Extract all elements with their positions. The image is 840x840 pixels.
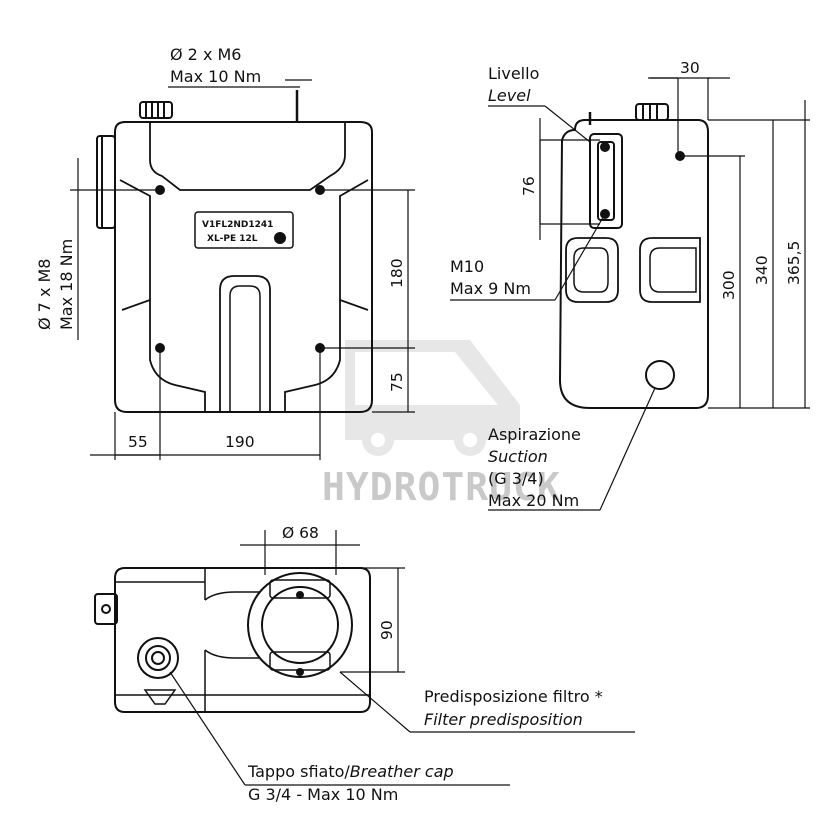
dim-front-55: 55 (128, 433, 148, 451)
dim-side-300: 300 (720, 270, 738, 300)
dim-front-180: 180 (388, 258, 406, 288)
breather-label-it-part: Tappo sfiato/ (247, 762, 350, 781)
dim-side-365: 365,5 (785, 241, 803, 285)
filter-label-it: Predisposizione filtro * (424, 687, 603, 706)
top-view (94, 567, 371, 713)
suction-label-it: Aspirazione (488, 425, 581, 444)
filter-label-en: Filter predisposition (424, 710, 583, 729)
side-view (558, 103, 709, 409)
dim-side-340: 340 (753, 255, 771, 285)
dim-top-68: Ø 68 (282, 524, 319, 542)
side-dimensions (450, 77, 810, 511)
bolts-torque: Max 18 Nm (57, 239, 76, 330)
breather-label-it: Tappo sfiato/Breather cap (247, 762, 454, 781)
dim-front-75: 75 (388, 372, 406, 392)
breather-label-en: Breather cap (350, 762, 454, 781)
studs-torque: Max 10 Nm (170, 67, 261, 86)
top-dimensions (169, 530, 635, 786)
suction-torque: Max 20 Nm (488, 491, 579, 510)
front-dimensions (70, 79, 415, 460)
bolts-label: Ø 7 x M8 (35, 259, 54, 330)
watermark-logo (345, 340, 520, 456)
suction-thread: (G 3/4) (488, 469, 544, 488)
m10-label: M10 (450, 257, 484, 276)
m10-torque: Max 9 Nm (450, 279, 531, 298)
suction-label-en: Suction (488, 447, 548, 466)
level-label-it: Livello (488, 64, 539, 83)
dim-front-190: 190 (225, 433, 255, 451)
studs-label: Ø 2 x M6 (170, 45, 241, 64)
breather-spec: G 3/4 - Max 10 Nm (248, 785, 398, 804)
dim-side-76: 76 (520, 176, 538, 196)
front-view (96, 90, 373, 413)
dim-top-90: 90 (378, 620, 396, 640)
watermark-text: HYDROTRUCK (322, 465, 561, 509)
level-label-en: Level (488, 86, 531, 105)
nameplate-line2: XL-PE 12L (207, 234, 258, 244)
nameplate-line1: V1FL2ND1241 (202, 220, 273, 230)
dim-side-30: 30 (680, 59, 700, 77)
